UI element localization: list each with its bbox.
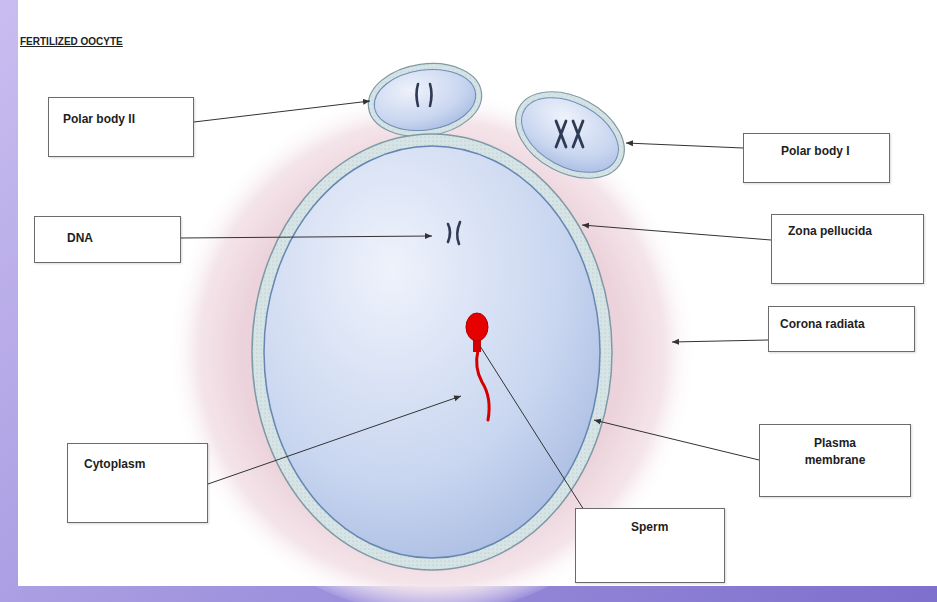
zona-pellucida [252,134,612,570]
leader-lines [181,101,771,510]
label-text: Zona pellucida [788,223,872,240]
label-text: Sperm [631,519,668,536]
label-box: Corona radiata [768,306,915,352]
label-text: Polar body II [63,111,135,128]
label-box: DNA [34,216,181,263]
chromosome [556,121,583,147]
label-text: Corona radiata [780,316,865,333]
diagram-title: FERTILIZED OOCYTE [20,36,123,47]
label-text: Cytoplasm [84,456,145,473]
label-box: Cytoplasm [67,443,208,523]
dna-chromosome [448,222,460,244]
label-text: Polar body I [781,143,850,160]
label-box: Zona pellucida [771,214,924,284]
sperm-tail [477,350,489,420]
sperm-head [466,313,488,341]
polar-body-2 [364,56,487,143]
label-box: Polar body I [743,133,890,183]
label-box: Polar body II [48,97,194,157]
label-box: Plasma membrane [759,424,911,497]
plasma-membrane [264,146,600,558]
label-text: DNA [67,230,93,247]
chromosome [417,84,432,106]
label-text: Plasma membrane [795,435,875,470]
label-box: Sperm [575,508,725,583]
